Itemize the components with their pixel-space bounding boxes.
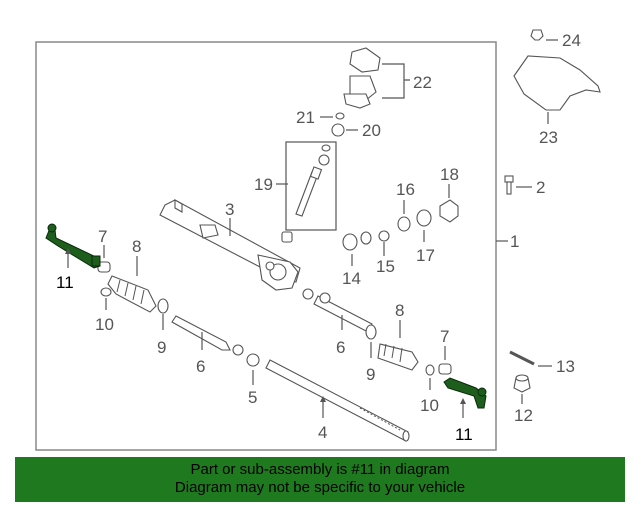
callout-11b: 11: [455, 425, 473, 444]
callout-8b: 8: [395, 301, 404, 320]
pinion-box-19: [285, 141, 337, 231]
boot-left: [107, 275, 157, 313]
callout-6a: 6: [196, 357, 205, 376]
bolt-24: [530, 29, 544, 41]
plug-17: [416, 209, 432, 227]
rack-housing: [159, 199, 301, 291]
callout-19: 19: [254, 175, 273, 194]
pinion-shaft: [295, 144, 331, 217]
callout-23: 23: [539, 128, 558, 147]
callout-22: 22: [413, 73, 432, 92]
boot-right: [377, 343, 419, 371]
callout-14: 14: [342, 269, 361, 288]
nut-18: [439, 199, 459, 223]
nut-15: [378, 230, 390, 242]
clip-10-left: [100, 287, 112, 297]
callout-18: 18: [440, 165, 459, 184]
callout-13: 13: [556, 357, 575, 376]
info-banner: Part or sub-assembly is #11 in diagram D…: [15, 457, 625, 502]
callout-4: 4: [318, 423, 327, 442]
callout-20: 20: [362, 121, 381, 140]
plug: [281, 231, 293, 243]
seal-20: [331, 123, 345, 137]
callout-7a: 7: [98, 227, 107, 246]
callout-7b: 7: [440, 327, 449, 346]
banner-line-2: Diagram may not be specific to your vehi…: [174, 479, 466, 496]
ring-5: [246, 353, 260, 367]
assembly-frame: [35, 41, 497, 451]
callout-9b: 9: [366, 365, 375, 384]
banner-line-1: Part or sub-assembly is #11 in diagram: [190, 461, 450, 478]
callout-12: 12: [514, 406, 533, 425]
washer-21: [335, 112, 345, 120]
callout-5: 5: [248, 388, 257, 407]
ring-16: [397, 216, 411, 232]
bush-14: [342, 233, 358, 251]
clamp-9-left: [157, 298, 169, 314]
inner-tie-rod-left: [171, 315, 231, 351]
callout-1: 1: [510, 232, 519, 251]
nut-7-right: [438, 363, 452, 375]
callout-2: 2: [536, 178, 545, 197]
callout-10b: 10: [420, 396, 439, 415]
bolt-13: [509, 350, 535, 366]
tie-rod-end-left[interactable]: [45, 223, 101, 269]
callout-9a: 9: [157, 338, 166, 357]
clamp-9-right: [365, 324, 377, 340]
tie-rod-end-right[interactable]: [443, 377, 487, 409]
callout-15: 15: [376, 257, 395, 276]
callout-8a: 8: [132, 237, 141, 256]
callout-10a: 10: [95, 315, 114, 334]
callout-21: 21: [296, 108, 315, 127]
callout-24: 24: [562, 31, 581, 50]
callout-17: 17: [416, 246, 435, 265]
clip-10-right: [425, 364, 435, 376]
callout-6b: 6: [336, 338, 345, 357]
callout-11a: 11: [56, 273, 74, 292]
heat-shield-23: [513, 55, 601, 111]
bolt-2: [504, 175, 514, 195]
callout-3: 3: [225, 200, 234, 219]
rack-bar: [265, 359, 410, 442]
pinion-cover-22: [343, 47, 381, 109]
callout-16: 16: [396, 180, 415, 199]
